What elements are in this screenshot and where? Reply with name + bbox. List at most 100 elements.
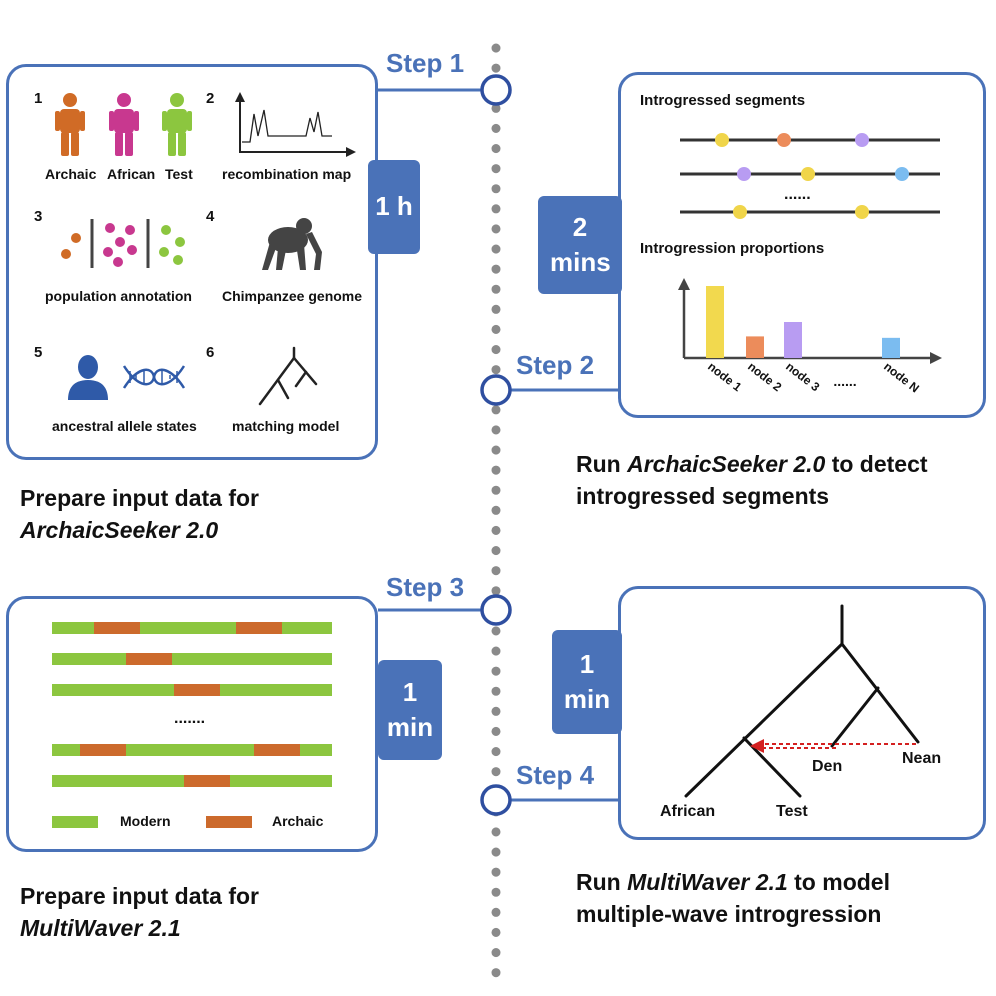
time-badge-2-text: 2 mins [550, 211, 611, 277]
caption-step1-line2: ArchaicSeeker 2.0 [20, 517, 219, 543]
matching-model-tree-icon [258, 346, 318, 406]
caption-step2-line1: Run ArchaicSeeker 2.0 to detect [576, 448, 928, 480]
item-number-3: 3 [34, 208, 43, 225]
recombination-map-icon [235, 92, 356, 157]
chimpanzee-genome-label: Chimpanzee genome [222, 288, 363, 304]
chart-bar [784, 322, 802, 358]
population-annotation-label: population annotation [45, 288, 192, 304]
caption-step2: Run ArchaicSeeker 2.0 to detect introgre… [576, 448, 928, 512]
ancestral-allele-states-label: ancestral allele states [52, 418, 197, 434]
caption-step4-line1: Run MultiWaver 2.1 to model [576, 866, 890, 898]
legend-modern-swatch [52, 816, 98, 828]
chart-tick-label: node 2 [745, 359, 784, 394]
segment-dot [733, 205, 747, 219]
step2-node [480, 374, 512, 406]
caption-step4-line2: multiple-wave introgression [576, 901, 882, 927]
test-person-icon [162, 93, 192, 156]
population-people-icons [55, 93, 192, 156]
segment-dot [737, 167, 751, 181]
step2-label: Step 2 [516, 350, 595, 380]
step3-node [480, 594, 512, 626]
time-badge-2: 2 mins [538, 196, 622, 294]
tree-label-test: Test [776, 803, 808, 820]
time-badge-3: 1 min [378, 660, 442, 760]
introgressed-segments-title: Introgressed segments [640, 92, 806, 109]
recombination-map-label: recombination map [222, 166, 352, 182]
time-badge-1: 1 h [368, 160, 420, 254]
legend-archaic-label: Archaic [272, 813, 324, 829]
ancestral-person-icon [68, 355, 108, 400]
matching-model-label: matching model [232, 418, 340, 434]
population-annotation-icon [61, 219, 185, 268]
caption-step4-pre: Run [576, 869, 628, 895]
segments-ellipsis: ...... [784, 186, 811, 203]
multiwave-tree-graphic [684, 604, 920, 798]
introgression-proportions-title: Introgression proportions [640, 240, 825, 257]
model-panel-4 [618, 586, 986, 840]
dna-icon [122, 365, 186, 389]
segment-dot [895, 167, 909, 181]
results-panel-2 [618, 72, 986, 418]
tree-label-nean: Nean [902, 750, 942, 767]
chimpanzee-icon [262, 218, 322, 270]
step4-label: Step 4 [516, 760, 595, 790]
test-label: Test [165, 166, 193, 182]
time-badge-3-text: 1 min [386, 676, 434, 742]
archaic-person-icon [55, 93, 85, 156]
caption-step4-post: to model [787, 869, 890, 895]
caption-step4-tool: MultiWaver 2.1 [627, 869, 788, 895]
caption-step2-line2: introgressed segments [576, 483, 830, 509]
haplotype-row [52, 744, 332, 756]
haplotype-ellipsis: ....... [174, 710, 206, 727]
time-badge-4-text: 1 min [563, 648, 611, 714]
caption-step1: Prepare input data for ArchaicSeeker 2.0 [20, 482, 259, 546]
legend-modern-label: Modern [120, 813, 171, 829]
segment-dot [715, 133, 729, 147]
segment-dot [777, 133, 791, 147]
segment-dot [855, 205, 869, 219]
caption-step2-pre: Run [576, 451, 628, 477]
haplotype-row [52, 684, 332, 696]
tree-label-african: African [660, 803, 716, 820]
chart-bar [882, 337, 900, 358]
chart-y-axis-arrow [678, 278, 690, 290]
item-number-5: 5 [34, 344, 43, 361]
caption-step3: Prepare input data for MultiWaver 2.1 [20, 880, 259, 944]
step4-node [480, 784, 512, 816]
chart-tick-label: node 3 [783, 359, 822, 394]
haplotype-row [52, 775, 332, 787]
caption-step1-line1: Prepare input data for [20, 485, 259, 511]
step1-label: Step 1 [386, 48, 465, 78]
time-badge-4: 1 min [552, 630, 622, 734]
step3-label: Step 3 [386, 572, 465, 602]
chart-bar [706, 286, 724, 358]
introgressed-segments-graphic [680, 133, 940, 219]
caption-step3-line2: MultiWaver 2.1 [20, 915, 181, 941]
haplotype-segments-graphic [52, 622, 332, 828]
chart-tick-label: ...... [833, 373, 856, 389]
item-number-2: 2 [206, 90, 215, 107]
haplotype-row [52, 653, 332, 665]
caption-step2-tool: ArchaicSeeker 2.0 [627, 451, 826, 477]
input-data-panel-3 [6, 596, 378, 852]
item-number-4: 4 [206, 208, 215, 225]
african-person-icon [109, 93, 139, 156]
step1-node [480, 74, 512, 106]
chart-x-axis-arrow [930, 352, 942, 364]
migration-arrowhead [750, 739, 764, 753]
item-number-6: 6 [206, 344, 215, 361]
chart-bar [746, 336, 764, 358]
legend-archaic-swatch [206, 816, 252, 828]
caption-step2-post: to detect [825, 451, 928, 477]
tree-label-den: Den [812, 758, 843, 775]
chart-tick-label: node 1 [705, 359, 744, 394]
segment-dot [801, 167, 815, 181]
item-number-1: 1 [34, 90, 43, 107]
segment-dot [855, 133, 869, 147]
time-badge-1-text: 1 h [375, 191, 413, 222]
african-label: African [107, 166, 156, 182]
caption-step4: Run MultiWaver 2.1 to model multiple-wav… [576, 866, 890, 930]
haplotype-row [52, 622, 332, 634]
